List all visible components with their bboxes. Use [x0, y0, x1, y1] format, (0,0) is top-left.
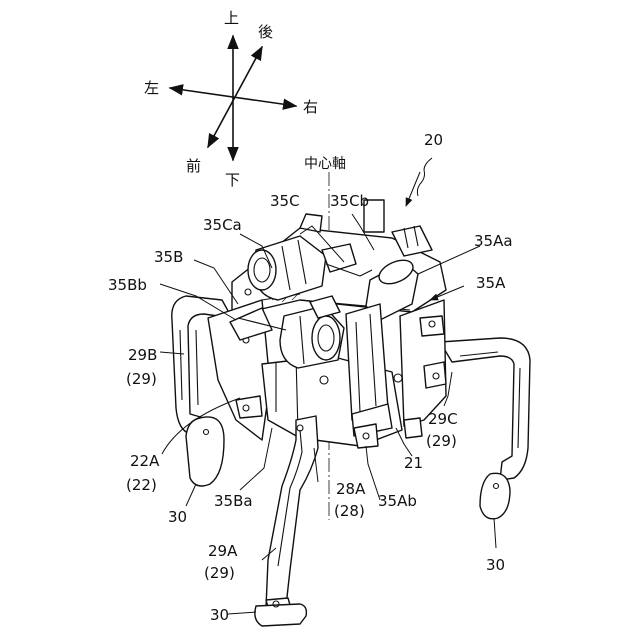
- label-28A: 28A: [336, 480, 366, 498]
- label-35Aa: 35Aa: [474, 232, 513, 250]
- label-22A: 22A: [130, 452, 160, 470]
- label-29A: 29A: [208, 542, 238, 560]
- axis-label-down: 下: [225, 171, 240, 189]
- center-pedal-pad: [255, 604, 307, 626]
- left-pedal-pad: [186, 417, 224, 486]
- label-35B: 35B: [154, 248, 183, 266]
- right-pedal-29C: [440, 338, 530, 519]
- axis-label-up: 上: [224, 9, 239, 27]
- axis-label-left: 左: [144, 79, 159, 97]
- label-35C: 35C: [270, 192, 300, 210]
- axis-label-right: 右: [303, 98, 318, 116]
- label-35Cb: 35Cb: [330, 192, 369, 210]
- center-axis-label: 中心軸: [304, 156, 346, 172]
- right-pedal-pad: [480, 473, 510, 518]
- label-21: 21: [404, 454, 423, 472]
- label-22A-paren: (22): [126, 476, 157, 494]
- label-30-left: 30: [168, 508, 187, 526]
- label-29A-paren: (29): [204, 564, 235, 582]
- label-35A: 35A: [476, 274, 506, 292]
- axis-label-front: 前: [186, 157, 201, 175]
- label-30-bottom: 30: [210, 606, 229, 624]
- label-35Ca: 35Ca: [203, 216, 242, 234]
- longitudinal-axis-arrow: [208, 47, 262, 147]
- center-pedal-29A: [255, 416, 318, 626]
- label-29C-paren: (29): [426, 432, 457, 450]
- label-20: 20: [424, 131, 443, 149]
- axis-label-back: 後: [258, 23, 273, 41]
- label-35Ab: 35Ab: [378, 492, 417, 510]
- label-29C: 29C: [428, 410, 458, 428]
- label-29B: 29B: [128, 346, 157, 364]
- label-29B-paren: (29): [126, 370, 157, 388]
- direction-axes: 上 後 左 右 前 下: [144, 9, 318, 189]
- label-35Ba: 35Ba: [214, 492, 253, 510]
- label-28A-paren: (28): [334, 502, 365, 520]
- label-30-right: 30: [486, 556, 505, 574]
- label-35Bb: 35Bb: [108, 276, 147, 294]
